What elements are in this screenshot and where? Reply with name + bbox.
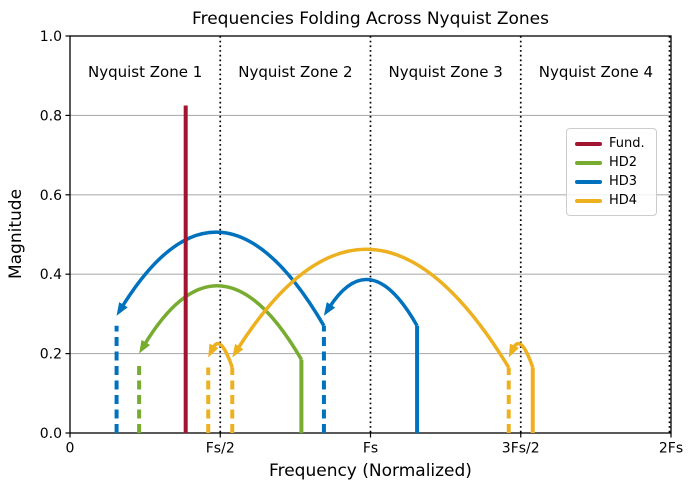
zone-label: Nyquist Zone 1 xyxy=(88,63,202,81)
x-tick-label: Fs xyxy=(363,441,378,457)
y-axis-label: Magnitude xyxy=(6,188,26,280)
fold-arrow xyxy=(236,247,511,369)
x-tick-label: 0 xyxy=(66,441,75,457)
fold-arrow xyxy=(327,277,419,327)
legend-swatch-fund xyxy=(575,141,602,146)
fold-arrowhead xyxy=(232,343,244,358)
legend-label: Fund. xyxy=(609,136,645,151)
fold-arrowhead xyxy=(208,343,219,358)
y-tick-label: 0.0 xyxy=(40,426,62,442)
fold-arrowhead xyxy=(116,302,128,316)
legend-label: HD4 xyxy=(609,193,638,208)
legend-label: HD2 xyxy=(609,155,638,170)
legend-swatch-hd2 xyxy=(575,160,602,165)
y-tick-label: 0.4 xyxy=(40,267,62,283)
zone-label: Nyquist Zone 4 xyxy=(539,63,653,81)
x-axis-label: Frequency (Normalized) xyxy=(269,461,472,481)
fold-arrowhead xyxy=(139,339,151,354)
x-tick-label: 2Fs xyxy=(659,441,683,457)
y-tick-label: 1.0 xyxy=(40,29,62,45)
legend-swatch-hd4 xyxy=(575,198,602,203)
legend-swatch-hd3 xyxy=(575,179,602,184)
y-tick-label: 0.6 xyxy=(40,188,62,204)
zone-label: Nyquist Zone 3 xyxy=(388,63,502,81)
y-tick-label: 0.8 xyxy=(40,108,62,124)
y-tick-label: 0.2 xyxy=(40,347,62,363)
fold-arrowhead xyxy=(323,302,336,316)
legend-entry: Fund. xyxy=(575,134,648,153)
fold-arrowhead xyxy=(508,343,519,358)
fold-arrow xyxy=(120,230,326,327)
x-tick-label: Fs/2 xyxy=(206,441,235,457)
x-tick-label: 3Fs/2 xyxy=(502,441,540,457)
fold-arrow xyxy=(142,284,303,361)
legend-entry: HD4 xyxy=(575,191,648,210)
legend-entry: HD3 xyxy=(575,172,648,191)
chart-title: Frequencies Folding Across Nyquist Zones xyxy=(192,9,549,29)
zone-label: Nyquist Zone 2 xyxy=(238,63,352,81)
legend-label: HD3 xyxy=(609,174,638,189)
legend-entry: HD2 xyxy=(575,153,648,172)
